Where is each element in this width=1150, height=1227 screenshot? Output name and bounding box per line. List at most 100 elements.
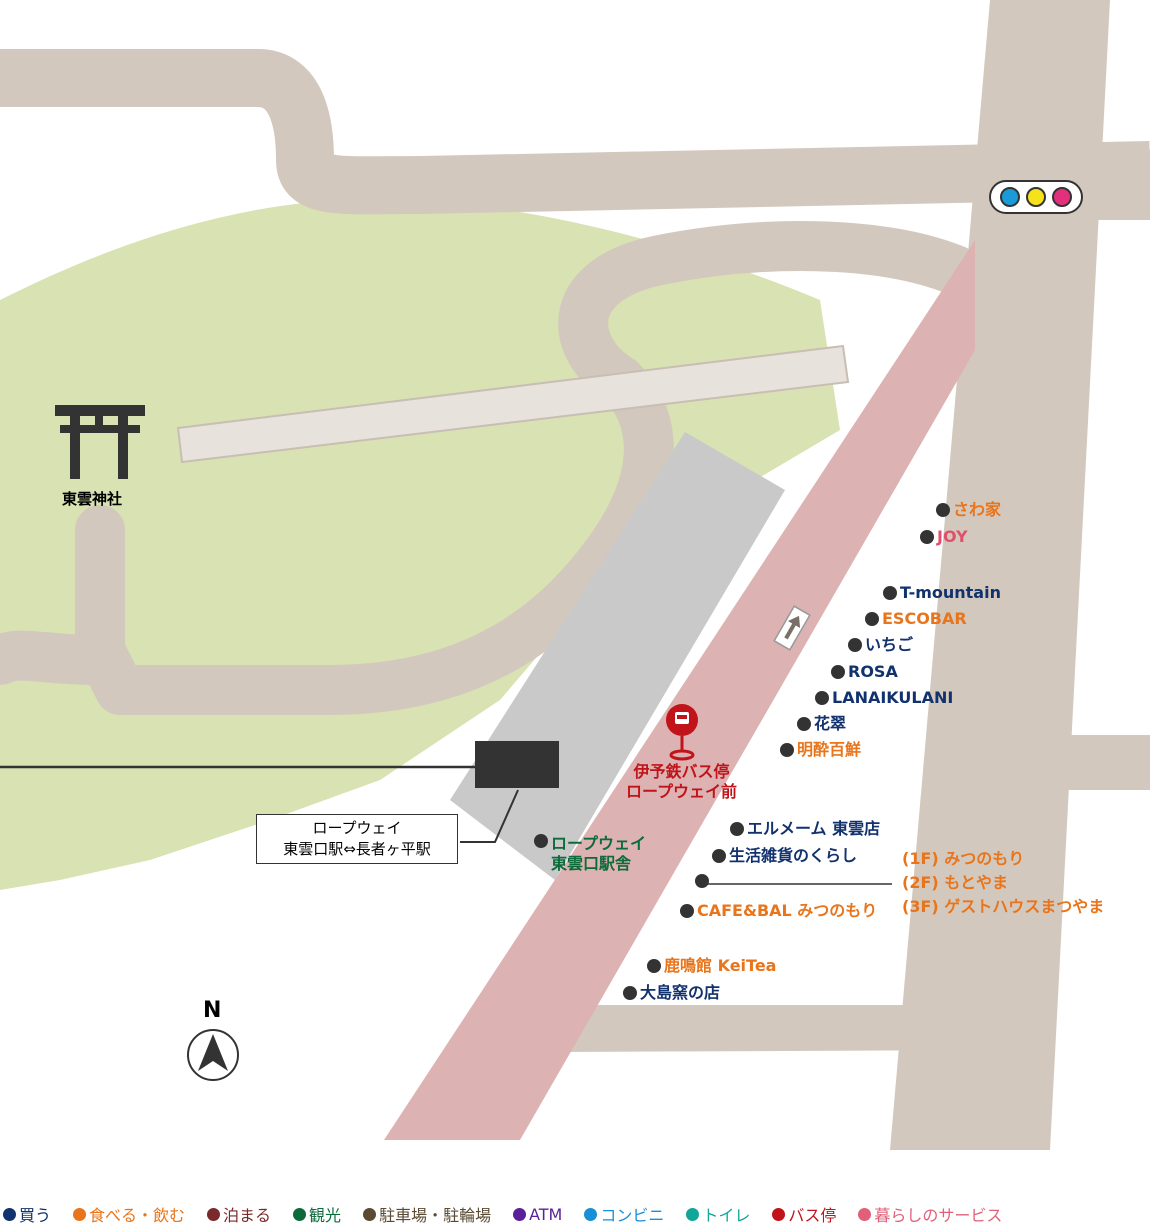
legend-dot-icon: [858, 1207, 872, 1221]
poi-label: 明酔百鮮: [797, 740, 862, 759]
poi-dot-icon: [780, 743, 794, 757]
legend-label: 泊まる: [223, 1206, 272, 1225]
one-way-arrow-icon: [773, 605, 811, 651]
shrine-label: 東雲神社: [62, 490, 123, 508]
poi-marker[interactable]: 生活雑貨のくらし: [712, 846, 857, 866]
poi-marker[interactable]: [695, 874, 712, 888]
traffic-light-icon[interactable]: [989, 180, 1083, 214]
legend-item[interactable]: 食べる・飲む: [73, 1202, 185, 1226]
legend-item[interactable]: 暮らしのサービス: [858, 1202, 1002, 1226]
poi-marker[interactable]: いちご: [848, 635, 913, 655]
poi-dot-icon: [680, 904, 694, 918]
ropeway-line-1: ロープウェイ: [312, 819, 402, 837]
poi-marker[interactable]: JOY: [920, 527, 968, 547]
poi-dot-icon: [865, 612, 879, 626]
poi-label: 鹿鳴館 KeiTea: [664, 956, 777, 975]
legend-item[interactable]: 観光: [293, 1202, 341, 1226]
poi-marker[interactable]: ESCOBAR: [865, 609, 967, 629]
ropeway-line-2: 東雲口駅⇔長者ヶ平駅: [283, 840, 431, 858]
poi-label: エルメーム 東雲店: [747, 819, 881, 838]
poi-marker[interactable]: CAFE&BAL みつのもり: [680, 901, 877, 921]
poi-marker[interactable]: さわ家: [936, 500, 1001, 520]
poi-label-line-2: 東雲口駅舎: [551, 854, 632, 873]
poi-dot-icon: [730, 822, 744, 836]
poi-dot-icon: [534, 834, 548, 848]
poi-dot-icon: [831, 665, 845, 679]
torii-icon: [55, 405, 145, 479]
bus-stop-line-1: 伊予鉄バス停: [633, 762, 730, 781]
poi-label: CAFE&BAL みつのもり: [697, 901, 878, 920]
poi-label: 大島窯の店: [640, 983, 721, 1002]
bus-stop-line-2: ロープウェイ前: [626, 782, 738, 801]
legend-dot-icon: [584, 1207, 598, 1221]
poi-marker[interactable]: エルメーム 東雲店: [730, 819, 880, 839]
legend-label: トイレ: [702, 1206, 751, 1225]
floor-item[interactable]: (2F) もとやま: [902, 873, 1008, 892]
poi-marker[interactable]: T-mountain: [883, 583, 1001, 603]
poi-label: さわ家: [953, 500, 1002, 519]
legend-label: バス停: [788, 1206, 837, 1225]
legend-label: 駐車場・駐輪場: [379, 1206, 492, 1225]
poi-marker[interactable]: 花翠: [797, 714, 846, 734]
east-side-road-2: [1050, 735, 1150, 790]
legend-item[interactable]: ATM: [513, 1205, 562, 1224]
legend-dot-icon: [686, 1207, 700, 1221]
pink-main-road: [384, 240, 975, 1140]
floor-item[interactable]: (3F) ゲストハウスまつやま: [902, 897, 1105, 916]
north-compass-icon: [187, 1029, 239, 1081]
legend-dot-icon: [513, 1207, 527, 1221]
compass-letter: N: [203, 998, 222, 1023]
bus-stop-label: 伊予鉄バス停 ロープウェイ前: [626, 762, 737, 802]
poi-marker[interactable]: ROSA: [831, 662, 898, 682]
poi-marker[interactable]: 明酔百鮮: [780, 740, 861, 760]
ropeway-station-building: [475, 741, 559, 788]
floor-item[interactable]: (1F) みつのもり: [902, 849, 1025, 868]
poi-dot-icon: [623, 986, 637, 1000]
legend-item[interactable]: バス停: [772, 1202, 836, 1226]
legend-label: 食べる・飲む: [89, 1206, 186, 1225]
legend-item[interactable]: 泊まる: [207, 1202, 271, 1226]
legend-item[interactable]: コンビニ: [584, 1202, 664, 1226]
legend-dot-icon: [3, 1207, 16, 1221]
poi-marker[interactable]: 大島窯の店: [623, 983, 720, 1003]
poi-marker[interactable]: 鹿鳴館 KeiTea: [647, 956, 776, 976]
poi-marker[interactable]: ロープウェイ東雲口駅舎: [534, 834, 646, 874]
map-base: [0, 0, 1150, 1150]
legend-label: ATM: [529, 1204, 563, 1224]
bus-stop-pin-icon[interactable]: [666, 704, 698, 761]
legend-label: コンビニ: [600, 1206, 665, 1225]
legend-dot-icon: [363, 1207, 377, 1221]
poi-label: いちご: [865, 635, 914, 654]
legend-item[interactable]: 駐車場・駐輪場: [363, 1202, 491, 1226]
poi-marker[interactable]: LANAIKULANI: [815, 688, 953, 708]
upper-road: [0, 49, 1150, 215]
legend-dot-icon: [772, 1207, 786, 1221]
ropeway-callout-line: [460, 789, 519, 843]
map-legend: 買う 食べる・飲む 泊まる 観光 駐車場・駐輪場 ATM コンビニ トイレ バス停 暮らしのサービ…: [0, 1201, 1150, 1227]
poi-dot-icon: [712, 849, 726, 863]
poi-dot-icon: [695, 874, 709, 888]
poi-label: 生活雑貨のくらし: [729, 846, 858, 865]
poi-label: JOY: [937, 527, 968, 546]
poi-dot-icon: [797, 717, 811, 731]
legend-dot-icon: [293, 1207, 307, 1221]
legend-item[interactable]: トイレ: [686, 1202, 750, 1226]
poi-dot-icon: [647, 959, 661, 973]
legend-dot-icon: [207, 1207, 221, 1221]
poi-label: 花翠: [814, 714, 847, 733]
lower-road: [560, 1005, 1010, 1052]
east-side-road: [1070, 150, 1150, 220]
legend-label: 観光: [309, 1206, 342, 1225]
ropeway-cable: [176, 344, 850, 464]
legend-item[interactable]: 買う: [3, 1202, 51, 1226]
poi-label: ESCOBAR: [882, 609, 967, 628]
poi-dot-icon: [815, 691, 829, 705]
poi-dot-icon: [920, 530, 934, 544]
floor-list: (1F) みつのもり (2F) もとやま (3F) ゲストハウスまつやま: [902, 847, 1104, 919]
ropeway-info-box: ロープウェイ 東雲口駅⇔長者ヶ平駅: [256, 814, 458, 864]
park-path-west: [0, 630, 125, 685]
main-vertical-road: [890, 0, 1110, 1150]
poi-label: ロープウェイ: [551, 834, 647, 853]
poi-label: LANAIKULANI: [832, 688, 954, 707]
